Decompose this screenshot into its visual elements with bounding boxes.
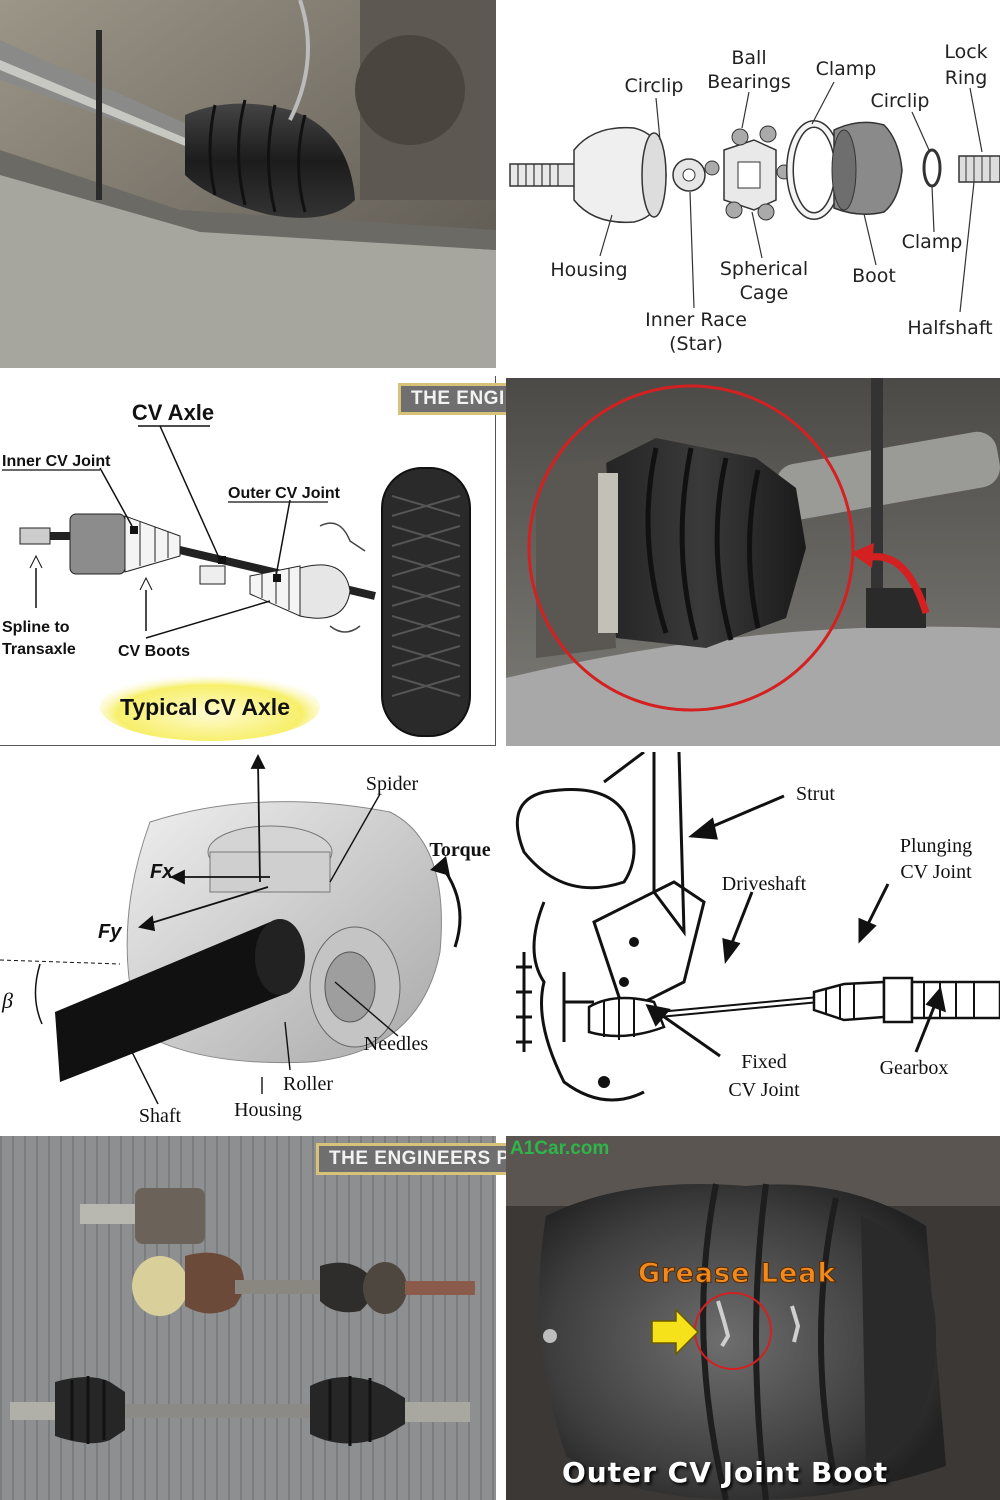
upper-bearing xyxy=(132,1256,188,1316)
halfshaft-part xyxy=(958,155,1000,183)
photo-installed-boot xyxy=(0,0,496,368)
spline-stub xyxy=(19,527,51,545)
photo-boot-closeup-art xyxy=(506,378,1000,746)
label-housing: Housing xyxy=(234,1099,302,1121)
cv-axle-diagram: CV Axle Inner CV Joint Outer CV Joint Sp… xyxy=(0,376,496,746)
label-inner-race: Inner Race xyxy=(645,309,747,331)
cv-axle-art: CV Axle Inner CV Joint Outer CV Joint Sp… xyxy=(2,400,471,741)
exploded-view-diagram: Ball Bearings Clamp Lock Ring Circlip Ci… xyxy=(504,0,1000,368)
label-shaft: Shaft xyxy=(139,1105,182,1127)
label-outer-cv-joint: Outer CV Joint xyxy=(228,485,341,502)
photo-cv-axles-art xyxy=(0,1136,496,1500)
label-spider: Spider xyxy=(366,773,419,795)
driveline-diagram: Strut Plunging CV Joint Driveshaft Fixed… xyxy=(504,752,1000,1130)
ball-bearing xyxy=(731,128,749,146)
label-spherical: Spherical xyxy=(720,258,808,280)
label-driveshaft: Driveshaft xyxy=(722,873,807,895)
photo-installed-boot-art xyxy=(0,0,496,368)
label-boot: Boot xyxy=(852,265,896,287)
photo-grease-leak: A1Car.com Grease Leak Outer CV Joint Boo… xyxy=(506,1136,1000,1500)
label-cage: Cage xyxy=(740,282,789,304)
outer-boot-body xyxy=(539,1184,946,1500)
label-fx: Fx xyxy=(150,861,174,883)
label-bearings: Bearings xyxy=(707,71,790,93)
label-housing: Housing xyxy=(550,259,627,281)
inner-boot xyxy=(124,515,181,573)
label-circlip-right: Circlip xyxy=(870,90,929,112)
outer-boot xyxy=(249,565,301,617)
label-torque: Torque xyxy=(429,839,490,861)
label-circlip-left: Circlip xyxy=(624,75,683,97)
label-cv-boots: CV Boots xyxy=(118,643,190,660)
axle-caption: Typical CV Axle xyxy=(120,694,290,720)
label-ring: Ring xyxy=(945,67,988,89)
label-fixed: Fixed xyxy=(741,1051,787,1073)
tripod-joint-diagram: Spider Torque Fx Fy β Needles Roller Hou… xyxy=(0,752,496,1130)
label-star: (Star) xyxy=(669,333,723,355)
rotation-arrow xyxy=(865,553,930,615)
driveline-art: Strut Plunging CV Joint Driveshaft Fixed… xyxy=(515,752,1000,1102)
leak-arrow-icon xyxy=(651,1308,700,1356)
ball-bearing xyxy=(725,201,743,219)
photo-grease-leak-art xyxy=(506,1136,1000,1500)
label-clamp-bottom: Clamp xyxy=(902,231,963,253)
outer-cv-boot-caption: Outer CV Joint Boot xyxy=(562,1456,889,1489)
grease-leak-label: Grease Leak xyxy=(637,1258,837,1290)
label-gearbox: Gearbox xyxy=(880,1057,949,1079)
lower-outer-boot xyxy=(310,1377,405,1444)
label-fixed-cv: CV Joint xyxy=(728,1079,800,1101)
ball-bearing xyxy=(759,125,777,143)
ball-bearing xyxy=(757,203,775,221)
label-halfshaft: Halfshaft xyxy=(907,317,992,339)
inner-cv-joint-part xyxy=(69,513,126,575)
upper-inner-joint xyxy=(135,1188,205,1244)
site-watermark: A1Car.com xyxy=(510,1138,610,1159)
label-roller: Roller xyxy=(283,1073,333,1095)
exploded-view-art: Ball Bearings Clamp Lock Ring Circlip Ci… xyxy=(509,41,1000,355)
label-ball: Ball xyxy=(731,47,766,69)
label-lock: Lock xyxy=(944,41,987,63)
label-plunging-cv: CV Joint xyxy=(900,861,972,883)
tripod-joint-art: Spider Torque Fx Fy β Needles Roller Hou… xyxy=(0,753,491,1127)
label-inner-cv-joint: Inner CV Joint xyxy=(2,453,111,470)
label-strut: Strut xyxy=(796,783,835,805)
photo-cv-axles xyxy=(0,1136,496,1500)
lower-inner-boot xyxy=(55,1377,125,1444)
label-fy: Fy xyxy=(98,921,122,943)
ball-bearing xyxy=(704,160,720,176)
outer-cv-joint-part xyxy=(299,564,351,619)
label-clamp-top: Clamp xyxy=(816,58,877,80)
label-spline-to: Spline to xyxy=(2,619,70,636)
label-transaxle: Transaxle xyxy=(2,641,76,658)
label-beta: β xyxy=(1,988,13,1013)
shaft-body xyxy=(55,922,290,1082)
label-plunging: Plunging xyxy=(900,835,972,857)
label-needles: Needles xyxy=(364,1033,429,1055)
highlight-circle xyxy=(527,384,855,712)
clamp-ring-part xyxy=(787,121,841,219)
tire xyxy=(381,467,471,737)
axle-title: CV Axle xyxy=(132,400,214,425)
photo-boot-closeup xyxy=(506,378,1000,746)
plunging-cv-boot xyxy=(812,980,886,1022)
circlip-part xyxy=(922,148,942,188)
